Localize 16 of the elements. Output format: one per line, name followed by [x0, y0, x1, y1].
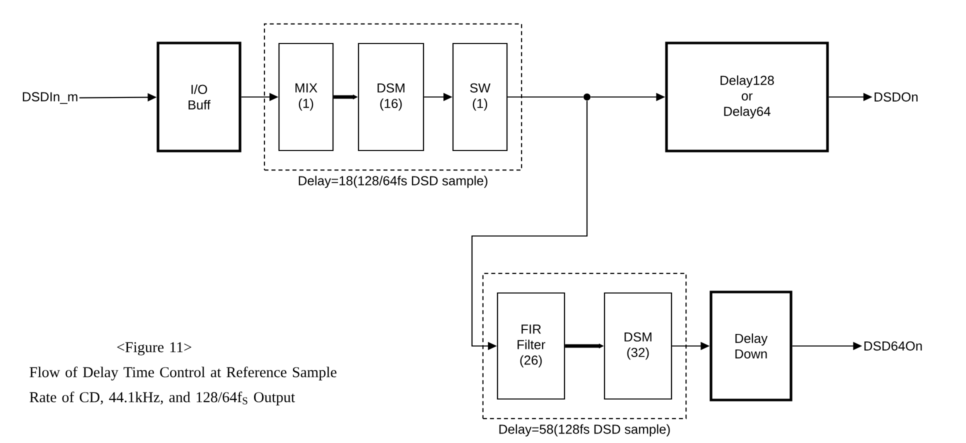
signal-label: DSDIn_m — [22, 92, 78, 104]
signal-label: DSD64On — [864, 341, 922, 351]
buffer-box: Delay Down — [710, 290, 792, 402]
junction-dot — [584, 94, 590, 100]
process-box: FIR Filter (26) — [496, 292, 566, 400]
buffer-box: I/O Buff — [156, 42, 242, 152]
process-box: DSM (32) — [604, 292, 672, 400]
figure-caption: Flow of Delay Time Control at Reference Sample Rate of CD, 44.1kHz, and 128/64f$_{S}$ Output — [30, 366, 336, 406]
process-box: DSM (16) — [358, 42, 424, 152]
node-label: Delay=18(128/64fs DSD sample) — [298, 176, 488, 188]
signal-label: DSDOn — [874, 92, 918, 102]
process-box: MIX (1) — [278, 42, 334, 152]
buffer-box: Delay128 or Delay64 — [665, 42, 829, 152]
node-label: Delay=58(128fs DSD sample) — [499, 424, 670, 436]
figure-title: <Figure 11> — [117, 342, 192, 356]
process-box: SW (1) — [452, 42, 508, 152]
